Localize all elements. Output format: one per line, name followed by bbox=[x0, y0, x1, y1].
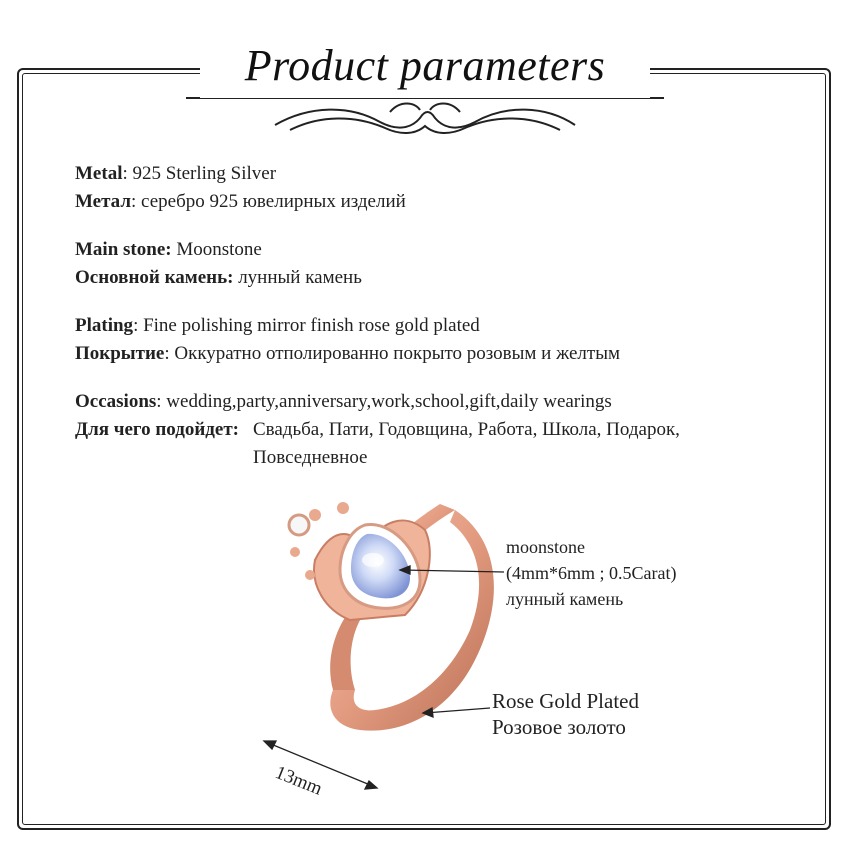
spec-stone: Main stone: Moonstone Основной камень: л… bbox=[75, 236, 815, 292]
plated-label-ru: Розовое золото bbox=[492, 715, 626, 739]
title-underline bbox=[186, 97, 664, 99]
title-box: Product parameters bbox=[200, 38, 650, 98]
metal-label-en: Metal bbox=[75, 163, 123, 184]
spec-occasions: Occasions: wedding,party,anniversary,wor… bbox=[75, 388, 815, 472]
plating-label-en: Plating bbox=[75, 315, 134, 336]
ring-image bbox=[287, 502, 494, 731]
occasions-value-en: : wedding,party,anniversary,work,school,… bbox=[156, 391, 612, 412]
plating-value-en: : Fine polishing mirror finish rose gold… bbox=[133, 315, 480, 336]
page-title: Product parameters bbox=[244, 41, 606, 90]
metal-value-ru: : серебро 925 ювелирных изделий bbox=[131, 191, 406, 212]
occasions-label-en: Occasions bbox=[75, 391, 157, 412]
specifications: Metal: 925 Sterling Silver Метал: серебр… bbox=[75, 160, 815, 492]
moonstone-annotation: moonstone (4mm*6mm ; 0.5Carat) лунный ка… bbox=[506, 534, 676, 612]
occasions-label-ru: Для чего подойдет: bbox=[75, 419, 239, 440]
stone-value-en: Moonstone bbox=[171, 239, 262, 260]
plating-label-ru: Покрытие bbox=[75, 343, 165, 364]
plating-annotation: Rose Gold Plated Розовое золото bbox=[492, 688, 639, 740]
moonstone-label-en: moonstone bbox=[506, 537, 585, 557]
stone-value-ru: лунный камень bbox=[233, 267, 362, 288]
moonstone-size: (4mm*6mm ; 0.5Carat) bbox=[506, 563, 677, 583]
stone-label-ru: Основной камень: bbox=[75, 267, 234, 288]
plated-label-en: Rose Gold Plated bbox=[492, 689, 639, 713]
moonstone-label-ru: лунный камень bbox=[506, 589, 624, 609]
stone-label-en: Main stone: bbox=[75, 239, 172, 260]
spec-metal: Metal: 925 Sterling Silver Метал: серебр… bbox=[75, 160, 815, 216]
spec-plating: Plating: Fine polishing mirror finish ro… bbox=[75, 312, 815, 368]
flourish-ornament-icon bbox=[274, 102, 576, 134]
occasions-value-ru: Свадьба, Пати, Годовщина, Работа, Школа,… bbox=[252, 419, 680, 468]
metal-label-ru: Метал bbox=[75, 191, 132, 212]
metal-value-en: : 925 Sterling Silver bbox=[122, 163, 277, 184]
plating-value-ru: : Оккуратно отполированно покрыто розовы… bbox=[164, 343, 620, 364]
